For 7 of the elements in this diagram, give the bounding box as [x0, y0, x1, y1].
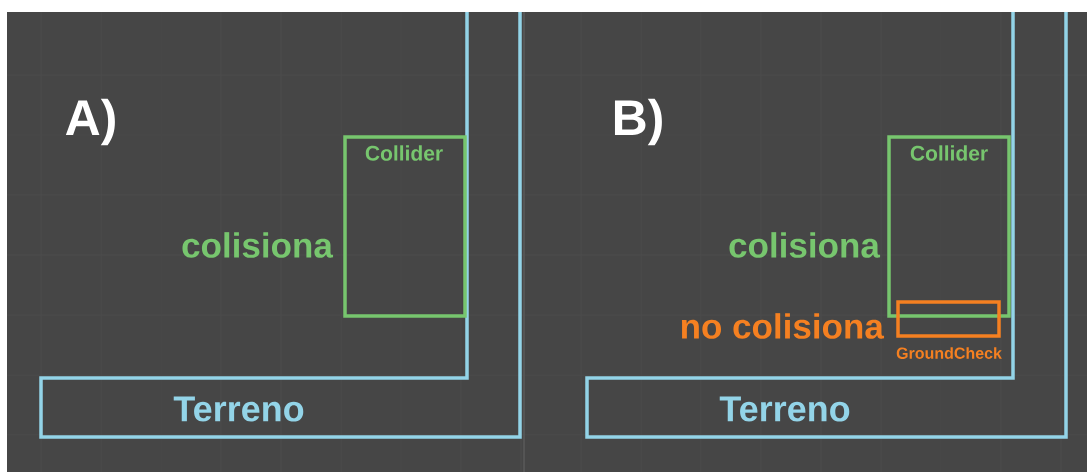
panel-letter: B): [614, 98, 662, 146]
collider-box: Collider: [343, 135, 467, 318]
collision-label: colisiona: [729, 232, 881, 258]
panel-letter: A): [65, 98, 115, 146]
no-collision-label: no colisiona: [681, 313, 885, 339]
collider-box: Collider: [887, 135, 1011, 318]
node-label: GroundCheck: [896, 347, 1002, 359]
